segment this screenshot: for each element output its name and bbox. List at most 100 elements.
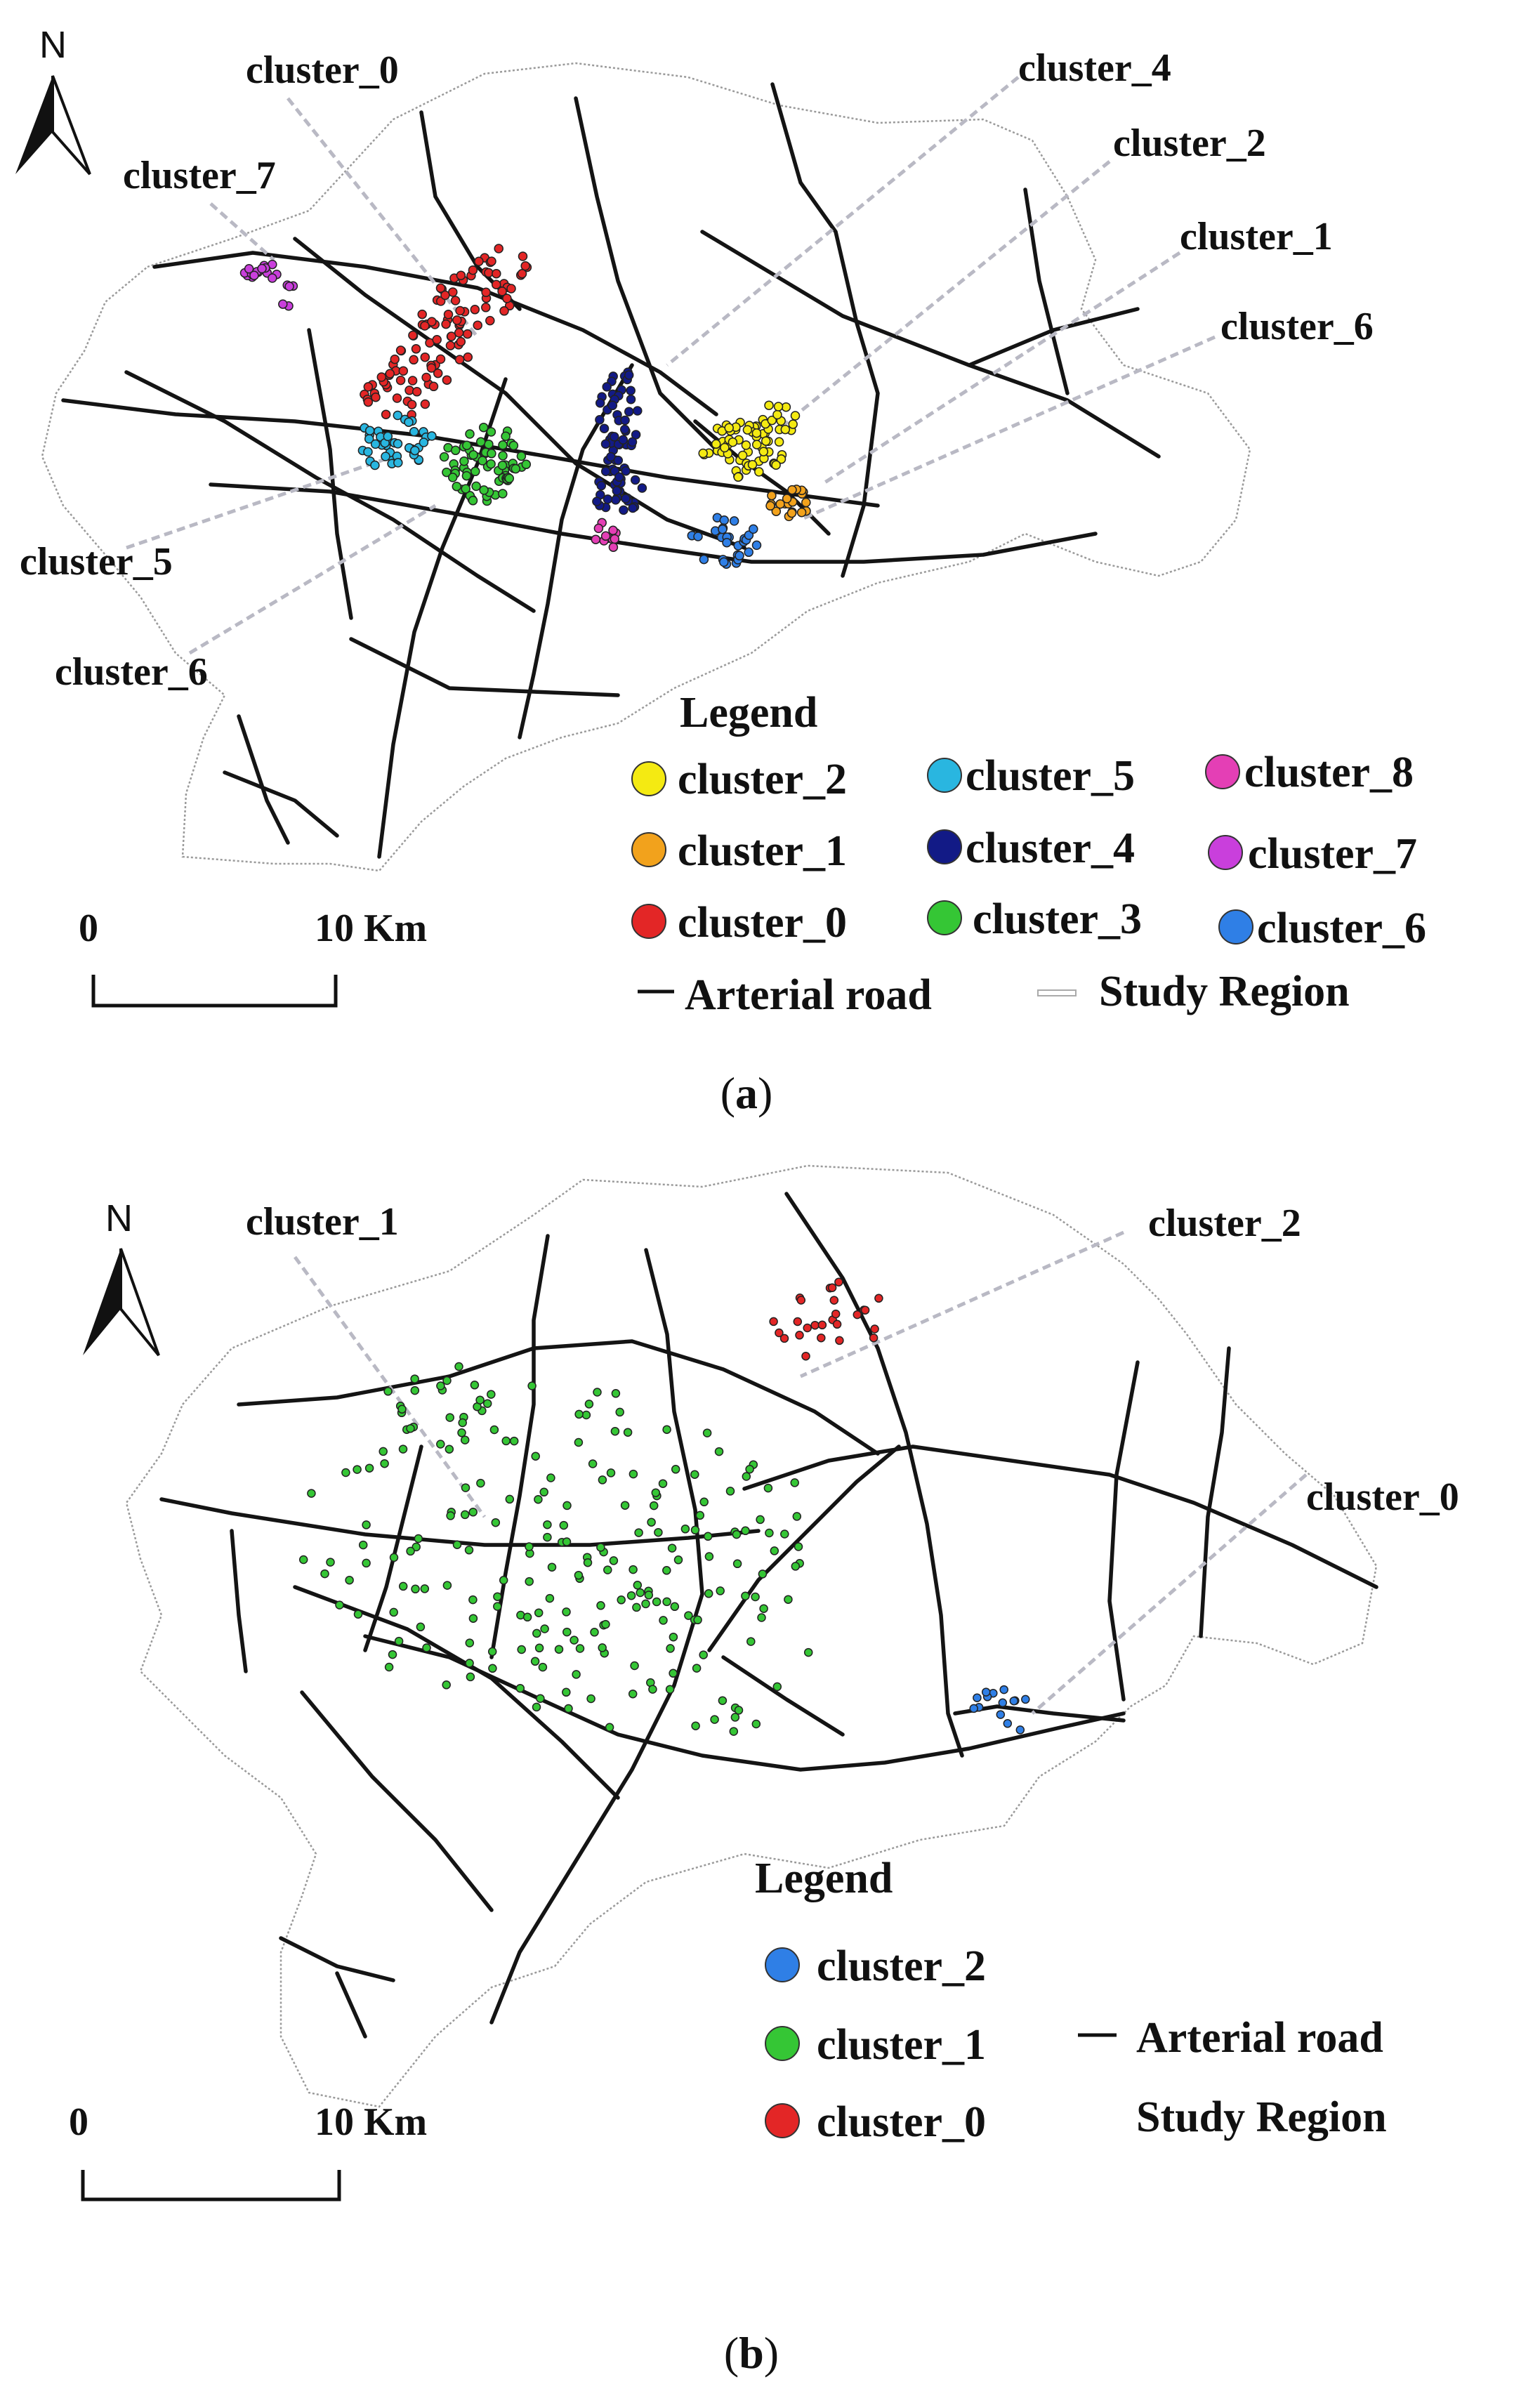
svg-text:Legend: Legend [755, 1855, 893, 1902]
cluster-point [501, 431, 511, 441]
cluster-point [501, 1436, 511, 1446]
cluster-point [771, 506, 782, 516]
cluster-point [562, 1537, 572, 1546]
svg-text:N: N [39, 24, 67, 66]
cluster-point [380, 1459, 389, 1468]
cluster-point [610, 432, 619, 442]
cluster-point [796, 507, 807, 518]
cluster-point [662, 1597, 671, 1607]
cluster-point [795, 1331, 804, 1340]
cluster-point [779, 1334, 789, 1343]
cluster-point [450, 445, 461, 456]
cluster-point [773, 402, 784, 412]
cluster-point [690, 1525, 700, 1535]
cluster-point [420, 399, 430, 409]
cluster-point [601, 1619, 610, 1629]
cluster-point [647, 1518, 656, 1527]
cluster-point [626, 394, 636, 404]
cluster-point [758, 1569, 768, 1579]
cluster-point [608, 525, 618, 536]
cluster-point [511, 463, 521, 474]
north-arrow: N [15, 24, 91, 176]
callout-label: cluster_6 [1220, 305, 1374, 348]
cluster-point [462, 329, 473, 339]
cluster-point [393, 410, 403, 421]
cluster-point [383, 431, 393, 442]
cluster-point [268, 273, 277, 283]
cluster-point [460, 1510, 470, 1520]
cluster-point [459, 456, 469, 466]
cluster-point [454, 1362, 463, 1371]
cluster-point [754, 467, 764, 477]
cluster-point [363, 447, 373, 457]
cluster-point [619, 424, 630, 435]
cluster-point [385, 369, 395, 379]
cluster-point [703, 1532, 713, 1541]
cluster-point [536, 1694, 545, 1703]
svg-text:cluster_2: cluster_2 [678, 756, 847, 803]
cluster-point [690, 1470, 699, 1479]
cluster-point [617, 1595, 626, 1605]
cluster-point [486, 427, 496, 437]
cluster-point [794, 1542, 803, 1551]
cluster-point [751, 540, 762, 551]
cluster-point [414, 1534, 423, 1544]
scale-bar: 0 10 Km [69, 2100, 427, 2202]
cluster-point [433, 368, 443, 379]
cluster-point [468, 265, 478, 275]
cluster-point [458, 1418, 467, 1428]
cluster-point [499, 306, 509, 316]
cluster-point [598, 1643, 607, 1652]
cluster-point [699, 554, 709, 565]
cluster-point [307, 1489, 316, 1498]
cluster-point [869, 1333, 878, 1343]
cluster-point [508, 440, 519, 451]
cluster-point [394, 1636, 404, 1646]
cluster-point [632, 1602, 641, 1612]
panel-a-map: cluster_0 cluster_4 cluster_2 cluster_7 … [15, 24, 1426, 1118]
cluster-point [406, 1546, 415, 1556]
cluster-point [416, 1622, 426, 1632]
cluster-point [581, 1410, 591, 1420]
cluster-point [724, 423, 734, 433]
cluster-point [411, 1584, 420, 1594]
cluster-point [410, 1386, 420, 1395]
cluster-point [969, 1704, 978, 1713]
cluster-point [498, 489, 508, 499]
cluster-point [487, 449, 496, 459]
cluster-point [320, 1569, 329, 1579]
cluster-point [719, 557, 729, 567]
cluster-point [801, 497, 811, 508]
cluster-point [420, 1584, 430, 1593]
cluster-point [691, 1721, 700, 1730]
cluster-point [379, 1447, 388, 1456]
cluster-point [831, 1309, 841, 1319]
cluster-point [630, 1661, 639, 1671]
callout-label: cluster_4 [1018, 46, 1171, 90]
cluster-point [733, 472, 743, 482]
cluster-point [486, 459, 496, 469]
cluster-point [488, 1664, 497, 1673]
callout-label: cluster_7 [123, 154, 276, 197]
cluster-point [498, 440, 508, 450]
cluster-point [693, 1615, 702, 1625]
cluster-point [615, 1407, 624, 1417]
cluster-point [353, 1610, 363, 1619]
cluster-point [489, 1425, 499, 1435]
cluster-point [832, 1319, 842, 1329]
cluster-point [996, 1710, 1006, 1719]
cluster-point [634, 1528, 643, 1537]
cluster-point [494, 244, 504, 254]
cluster-point [450, 296, 461, 305]
cluster-point [711, 439, 721, 449]
cluster-point [718, 1696, 728, 1705]
cluster-point [554, 1645, 564, 1654]
cluster-point [574, 1570, 584, 1580]
cluster-point [470, 1381, 480, 1390]
cluster-point [487, 1390, 496, 1399]
svg-text:cluster_0: cluster_0 [678, 899, 847, 947]
cluster-point [716, 1586, 725, 1595]
cluster-point [462, 440, 472, 450]
cluster-point [624, 407, 634, 416]
cluster-point [665, 1685, 675, 1694]
